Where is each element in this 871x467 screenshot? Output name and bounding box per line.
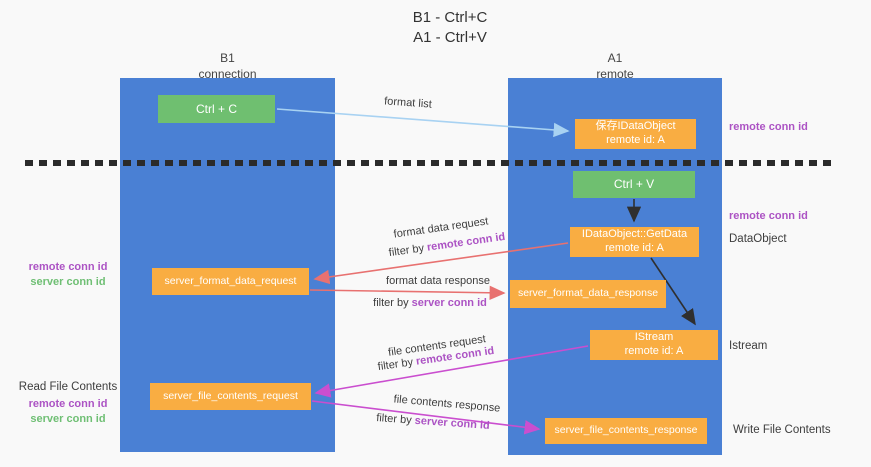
filter-by-text: filter by [373,297,412,309]
arrow-format-data-response [309,285,506,300]
save-dataobject-box: 保存IDataObject remote id: A [575,119,696,149]
server-file-contents-request-box: server_file_contents_request [150,383,311,410]
left-server-conn-id-1: server conn id [30,276,106,288]
lane-b1-title: B1 [220,51,235,65]
server-format-data-response-box: server_format_data_response [510,280,666,308]
lane-header-b1: B1 connection [120,50,335,82]
save-dataobject-line2: remote id: A [606,134,665,146]
server-file-contents-response-box: server_file_contents_response [545,418,707,444]
server-conn-id-text: server conn id [411,297,487,309]
server-conn-id-text: server conn id [414,414,491,432]
ctrl-v-label: Ctrl + V [613,177,655,191]
getdata-box: IDataObject::GetData remote id: A [570,227,699,257]
lane-a1-title: A1 [607,51,623,65]
lane-header-a1: A1 remote [508,50,722,82]
format-list-label: format list [383,95,433,111]
left-remote-conn-id-2: remote conn id [28,398,108,410]
istream-box: IStream remote id: A [590,330,718,360]
right-remote-conn-id-2: remote conn id [729,210,808,222]
lane-a1-subtitle: remote [596,67,634,82]
title-line-1: B1 - Ctrl+C [412,9,488,26]
server-format-data-request-label: server_format_data_request [164,274,297,287]
right-remote-conn-id-1: remote conn id [729,121,808,133]
ctrl-c-label: Ctrl + C [195,101,237,116]
server-format-data-request-box: server_format_data_request [152,268,309,295]
server-file-contents-request-label: server_file_contents_request [163,389,298,402]
title-line-2: A1 - Ctrl+V [413,29,487,47]
ctrl-c-box: Ctrl + C [158,95,275,123]
format-data-response-label: format data response [386,275,490,287]
istream-line1: IStream [634,331,674,344]
filter-by-text: filter by [388,241,428,260]
server-format-data-response-label: server_format_data_response [517,287,659,300]
getdata-line2: remote id: A [605,242,664,254]
save-dataobject-line1: 保存IDataObject [595,120,676,133]
diagram-title: B1 - Ctrl+C A1 - Ctrl+V [300,8,600,49]
getdata-line1: IDataObject::GetData [581,228,688,241]
ctrl-v-box: Ctrl + V [573,171,695,198]
right-write-file-contents-label: Write File Contents [733,424,831,436]
server-file-contents-response-label: server_file_contents_response [554,424,698,437]
filter-by-text: filter by [375,412,416,427]
right-istream-label: Istream [729,340,768,352]
istream-line2: remote id: A [624,345,684,357]
left-read-file-contents-label: Read File Contents [18,381,118,393]
right-dataobject-label: DataObject [729,233,787,245]
left-server-conn-id-2: server conn id [30,413,106,425]
filter-by-server-conn-id-label-2: filter by server conn id [353,410,513,433]
dashed-separator [25,160,837,166]
left-remote-conn-id-1: remote conn id [28,261,108,273]
filter-by-server-conn-id-label-1: filter by server conn id [350,297,510,309]
lane-b1-subtitle: connection [198,67,257,82]
